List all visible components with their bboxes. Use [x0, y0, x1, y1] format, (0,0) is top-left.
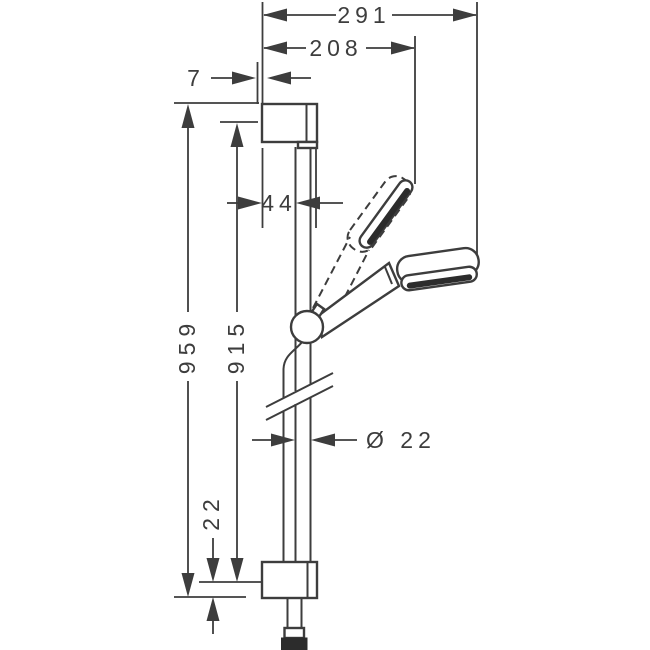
arrowhead-left [263, 41, 287, 55]
bottom-wall-bracket [260, 560, 319, 600]
arrowhead-right [232, 71, 256, 85]
dimension-291: 291 [263, 2, 477, 28]
dim-label-915: 915 [223, 318, 249, 374]
hand-shower-solid-position [316, 246, 480, 339]
dimension-7: 7 [187, 65, 311, 91]
hose-connector-nut [281, 637, 308, 650]
slider-knob [289, 309, 325, 345]
arrowhead-left [263, 8, 287, 22]
extension-lines [174, 2, 478, 598]
arrowhead-left [296, 196, 320, 210]
hand-shower-dashed-position [312, 175, 414, 321]
arrowhead-down [206, 558, 220, 582]
shower-hose [282, 340, 304, 398]
dashed-handle-edge [312, 236, 351, 309]
handle-cone-joint [384, 266, 393, 285]
arrowhead-up [206, 597, 220, 621]
dimension-915: 915 [223, 123, 249, 582]
arrowhead-right [238, 196, 262, 210]
top-bracket-rail-clamp [296, 140, 319, 150]
dimension-959: 959 [174, 104, 200, 597]
break-line [265, 372, 334, 408]
dim-label-208: 208 [309, 35, 362, 61]
dim-label-7: 7 [187, 65, 205, 91]
arrowhead-up [181, 104, 195, 128]
break-line [265, 385, 334, 421]
hose-nut-neck [283, 626, 306, 640]
slider-unit [289, 302, 326, 345]
dimension-208: 208 [263, 35, 415, 61]
dim-label-diameter-22: Ø 22 [366, 427, 436, 453]
arrowhead-right [391, 41, 415, 55]
arrowhead-down [230, 558, 244, 582]
dim-label-44: 44 [261, 190, 297, 216]
arrowhead-down [181, 573, 195, 597]
shower-rail [260, 102, 334, 650]
arrowhead-right [453, 8, 477, 22]
dashed-head-spray-face [367, 187, 411, 245]
arrowhead-left [311, 433, 335, 447]
arrowhead-left [267, 71, 291, 85]
arrowhead-up [230, 123, 244, 147]
head-spray-face [406, 274, 473, 289]
dim-label-22: 22 [198, 493, 224, 531]
dimension-44: 44 [227, 190, 343, 216]
top-wall-bracket [260, 102, 319, 144]
dimension-22-bottom: 22 [198, 493, 224, 634]
dim-label-959: 959 [174, 318, 200, 374]
dimension-diameter-22: Ø 22 [252, 427, 436, 453]
dim-label-291: 291 [337, 2, 390, 28]
